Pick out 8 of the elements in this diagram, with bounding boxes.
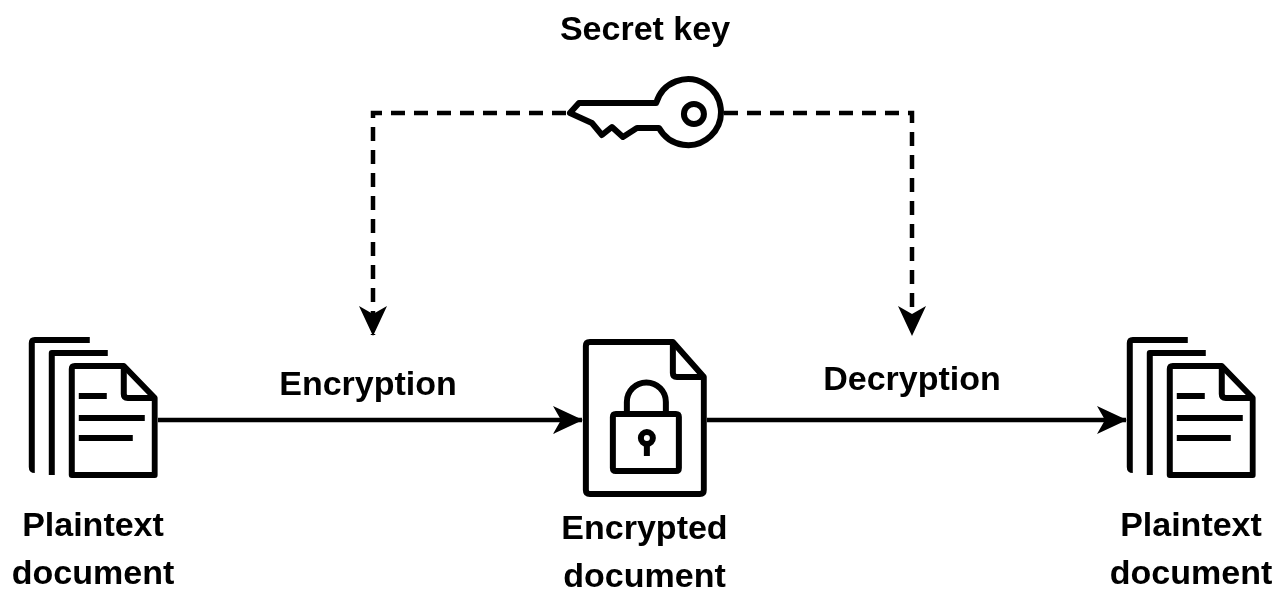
dashed-arrow bbox=[359, 110, 566, 336]
arrow bbox=[707, 406, 1127, 434]
arrow bbox=[158, 406, 583, 434]
dashed-arrow bbox=[724, 110, 926, 336]
node-label: Plaintext document bbox=[1109, 504, 1273, 593]
node-label: Plaintext document bbox=[11, 504, 175, 593]
node-label: Encrypted document bbox=[561, 507, 728, 596]
node-label: Secret key bbox=[559, 8, 731, 48]
